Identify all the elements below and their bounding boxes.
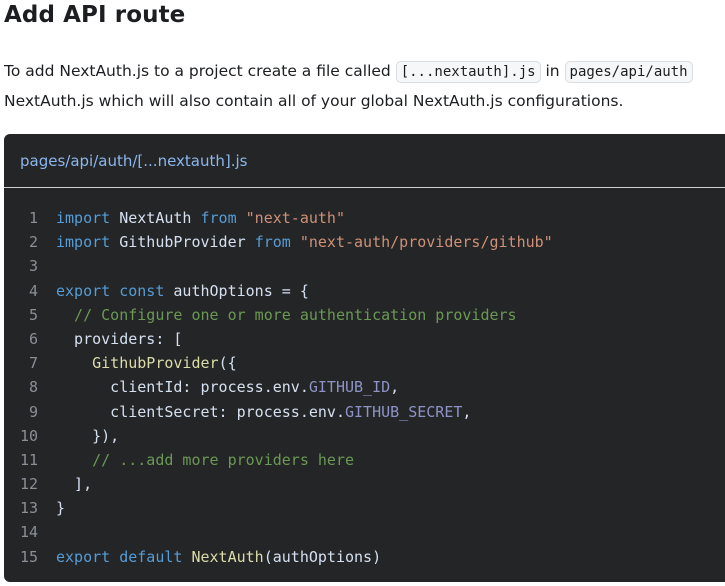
intro-line-2: NextAuth.js which will also contain all … xyxy=(4,92,624,110)
line-number: 11 xyxy=(19,450,38,469)
inline-code-path: pages/api/auth xyxy=(564,61,693,83)
code-token: // ...add more providers here xyxy=(56,450,355,469)
line-number: 2 xyxy=(28,233,38,252)
code-token: import xyxy=(56,233,111,252)
code-token: clientId: process.env. xyxy=(56,378,309,397)
code-token: , xyxy=(462,402,472,421)
code-text: import NextAuth from "next-auth" xyxy=(56,206,345,230)
code-text: clientId: process.env.GITHUB_ID, xyxy=(56,375,399,399)
code-token: // Configure one or more authentication … xyxy=(56,305,517,324)
line-number: 4 xyxy=(28,281,38,300)
code-block[interactable]: pages/api/auth/[...nextauth].js 1 import … xyxy=(4,134,725,582)
code-token: from xyxy=(200,209,237,227)
code-token: (authOptions) xyxy=(263,547,382,566)
code-line: 3 xyxy=(4,254,725,278)
code-line: 13} xyxy=(4,496,725,520)
line-number: 3 xyxy=(28,257,38,276)
code-line: 7 GithubProvider({ xyxy=(4,351,725,375)
code-token: } xyxy=(56,499,66,518)
code-line: 5 // Configure one or more authenticatio… xyxy=(4,303,725,327)
code-token: NextAuth xyxy=(110,209,201,227)
code-token xyxy=(237,209,246,227)
intro-paragraph: To add NextAuth.js to a project create a… xyxy=(4,56,725,116)
code-token: GithubProvider xyxy=(56,354,219,373)
intro-text-1: To add NextAuth.js to a project create a… xyxy=(4,62,396,80)
line-number: 6 xyxy=(28,329,38,348)
intro-line-1: To add NextAuth.js to a project create a… xyxy=(4,56,725,86)
line-number: 12 xyxy=(19,475,38,494)
code-line: 15 export default NextAuth(authOptions) xyxy=(4,545,725,569)
code-text: }), xyxy=(56,424,119,448)
code-line: 2 import GithubProvider from "next-auth/p… xyxy=(4,230,725,254)
code-text: // Configure one or more authentication … xyxy=(56,303,517,327)
code-text: providers: [ xyxy=(56,327,182,351)
code-token: "next-auth" xyxy=(245,209,345,227)
code-token xyxy=(110,282,119,300)
code-token: ({ xyxy=(218,354,237,373)
code-token xyxy=(110,548,119,566)
code-token xyxy=(291,233,300,251)
code-token: export xyxy=(56,281,111,300)
line-number: 7 xyxy=(28,354,38,373)
code-token: GITHUB_SECRET xyxy=(344,402,463,421)
code-token: ], xyxy=(56,475,93,494)
code-line: 6 providers: [ xyxy=(4,327,725,351)
code-line: 14 xyxy=(4,520,725,544)
line-number: 15 xyxy=(19,547,38,566)
code-line: 1 import NextAuth from "next-auth" xyxy=(4,206,725,230)
code-text: } xyxy=(56,496,65,520)
code-token: from xyxy=(254,233,291,252)
line-number: 1 xyxy=(28,209,38,227)
code-token: NextAuth xyxy=(191,547,264,566)
line-number: 13 xyxy=(19,499,38,518)
code-token: providers: [ xyxy=(56,329,183,348)
code-text: GithubProvider({ xyxy=(56,351,237,375)
code-token: , xyxy=(390,378,400,397)
code-text: // ...add more providers here xyxy=(56,448,354,472)
code-line: 10 }), xyxy=(4,424,725,448)
line-number: 8 xyxy=(28,378,38,397)
code-block-title: pages/api/auth/[...nextauth].js xyxy=(4,134,725,188)
code-block-body[interactable]: 1 import NextAuth from "next-auth" 2 import… xyxy=(4,188,725,569)
code-text: clientSecret: process.env.GITHUB_SECRET, xyxy=(56,400,471,424)
code-token: clientSecret: process.env. xyxy=(56,402,345,421)
code-line: 8 clientId: process.env.GITHUB_ID, xyxy=(4,375,725,399)
code-token: import xyxy=(56,209,111,227)
code-line: 12 ], xyxy=(4,472,725,496)
code-text: ], xyxy=(56,472,92,496)
code-token: const xyxy=(119,281,165,300)
code-token: default xyxy=(119,547,183,566)
code-text: import GithubProvider from "next-auth/pr… xyxy=(56,230,553,254)
code-text: export const authOptions = { xyxy=(56,279,309,303)
code-token: "next-auth/providers/github" xyxy=(299,233,553,252)
intro-text-2: in xyxy=(540,62,565,80)
line-number: 14 xyxy=(19,523,38,542)
code-line: 4 export const authOptions = { xyxy=(4,279,725,303)
page-heading: Add API route xyxy=(4,2,186,28)
code-text: export default NextAuth(authOptions) xyxy=(56,545,381,569)
inline-code-filename: [...nextauth].js xyxy=(395,61,541,83)
code-line: 9 clientSecret: process.env.GITHUB_SECRE… xyxy=(4,400,725,424)
code-token: authOptions = { xyxy=(164,281,309,300)
line-number: 9 xyxy=(28,402,38,421)
code-token: GithubProvider xyxy=(110,233,255,252)
line-number: 10 xyxy=(19,426,38,445)
line-number: 5 xyxy=(28,305,38,324)
code-token: }), xyxy=(56,426,120,445)
code-token: export xyxy=(56,547,111,566)
code-line: 11 // ...add more providers here xyxy=(4,448,725,472)
code-token: GITHUB_ID xyxy=(308,378,391,397)
